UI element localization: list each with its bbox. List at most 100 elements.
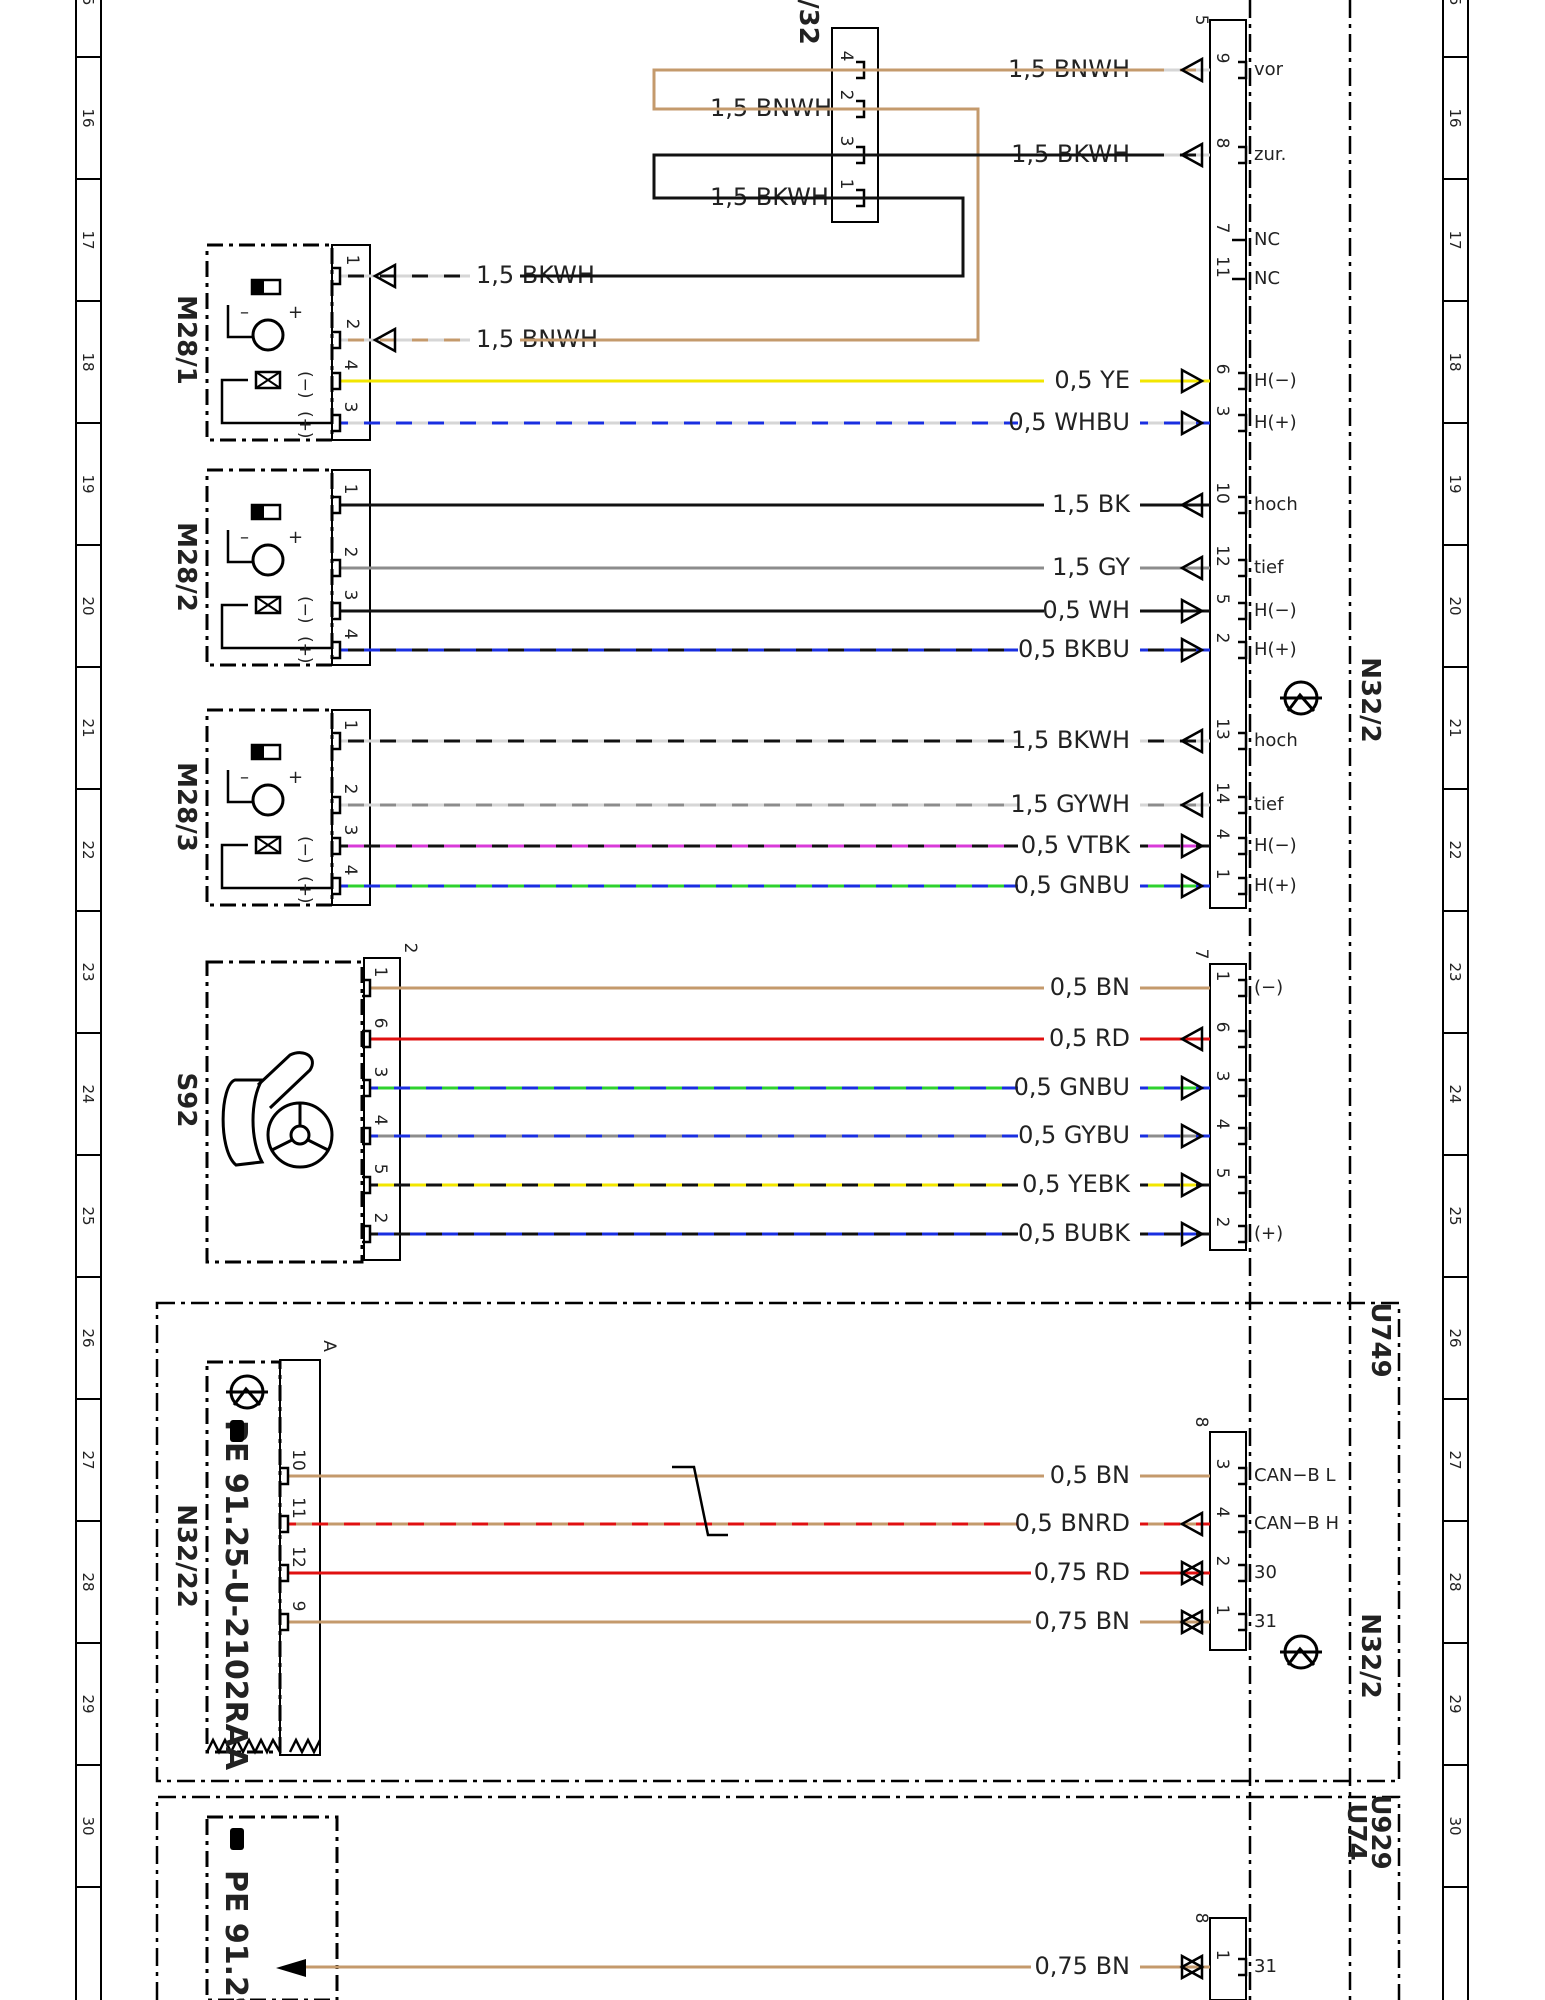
motor-icon — [251, 318, 285, 352]
ecu-signal-name: 31 — [1254, 1956, 1277, 1977]
motor-icon — [251, 543, 285, 577]
ruler-label: 30 — [1446, 1816, 1464, 1835]
pin-terminal — [362, 1224, 372, 1244]
connector-bodies — [279, 19, 1247, 2000]
ecu-symbol-icon — [1280, 680, 1322, 716]
pin-terminal — [1238, 1175, 1248, 1195]
component-pin-number: 3 — [370, 1067, 390, 1078]
connector-a: A — [319, 1340, 339, 1352]
connector-8a: 8 — [1191, 1417, 1211, 1428]
pin-terminal — [362, 1078, 372, 1098]
pin-terminal — [1238, 1612, 1248, 1632]
pin-terminal — [332, 640, 342, 660]
ecu-pin-number: 2 — [1212, 1217, 1232, 1228]
ruler-label: 23 — [1446, 962, 1464, 981]
module-boundaries — [155, 0, 1401, 2000]
motor-lead — [226, 770, 253, 804]
ecu-signal-name: H(−) — [1254, 835, 1297, 856]
wire-arrow — [372, 262, 397, 290]
ruler-label: 16 — [1446, 108, 1464, 127]
ruler-label: 15 — [1446, 0, 1464, 6]
ruler-label: 20 — [79, 596, 97, 615]
heater-pos: (+) — [295, 876, 315, 904]
wire-label: 0,5 WH — [1042, 596, 1130, 624]
hand-icon — [230, 1420, 244, 1850]
pin-terminal — [1238, 1957, 1248, 1977]
ecu-signal-name: CAN−B H — [1254, 1513, 1339, 1534]
wire-arrow — [1180, 367, 1205, 395]
left-ruler — [75, 0, 102, 2000]
heater-neg: (−) — [295, 596, 315, 624]
ecu-signal-name: tief — [1254, 794, 1284, 815]
wire-arrow — [1179, 1953, 1204, 1981]
ecu-signal-name: NC — [1254, 229, 1280, 250]
ruler-label: 28 — [1446, 1572, 1464, 1591]
ruler-label: 17 — [79, 230, 97, 249]
pin-terminal — [1238, 876, 1248, 896]
ruler-label: 29 — [79, 1694, 97, 1713]
ecu-pin-number: 3 — [1212, 1071, 1232, 1082]
ecu-signal-name: CAN−B L — [1254, 1465, 1336, 1486]
label-u929: U929 — [1365, 1794, 1395, 1869]
wire-label: 1,5 GYWH — [1010, 790, 1130, 818]
wire-arrow — [1180, 832, 1205, 860]
x32-pin-number: 3 — [836, 136, 856, 147]
ecu-pin-number: 10 — [1212, 482, 1232, 504]
component-pin-number: 1 — [340, 484, 360, 495]
pin-terminal — [280, 1466, 290, 1486]
ecu-pin-number: 3 — [1212, 406, 1232, 417]
component-pin-number: 3 — [340, 402, 360, 413]
wire-label: 0,5 BUBK — [1018, 1219, 1131, 1247]
pin-terminal — [362, 1029, 372, 1049]
pin-terminal — [1238, 371, 1248, 391]
pin-terminal — [332, 330, 342, 350]
twisted-pair-marker — [672, 1465, 728, 1537]
wire-label: 0,5 BNRD — [1015, 1509, 1130, 1537]
ecu-signal-name: vor — [1254, 59, 1284, 80]
n32-22-symbol-icon — [226, 1374, 268, 1410]
wire-arrow — [1179, 1559, 1204, 1587]
ecu-pin-number: 5 — [1212, 594, 1232, 605]
wire-label: 0,5 VTBK — [1021, 831, 1131, 859]
connector-7: 7 — [1191, 949, 1211, 960]
pin-terminal — [1238, 1514, 1248, 1534]
wire-arrow — [372, 326, 397, 354]
motor-plus: + — [288, 767, 303, 788]
pin-terminal — [1238, 1466, 1248, 1486]
ecu-pin-number: 2 — [1212, 633, 1232, 644]
motor-icon — [251, 783, 285, 817]
ecu-pin-number: 4 — [1212, 1507, 1232, 1518]
ruler-label: 30 — [79, 1816, 97, 1835]
label-n32-22: N32/22 — [171, 1504, 201, 1608]
pin-terminal — [1238, 1563, 1248, 1583]
ruler-label: 18 — [79, 352, 97, 371]
pin-terminal — [1238, 640, 1248, 660]
component-pin-number: 9 — [288, 1601, 308, 1612]
label-m28-3: M28/3 — [171, 762, 201, 852]
component-pin-number: 4 — [340, 865, 360, 876]
motor-symbols: –+(−)(+)–+(−)(+)–+(−)(+) — [220, 278, 332, 904]
wire-arrow — [1179, 1025, 1204, 1053]
connector-2: 2 — [400, 943, 420, 954]
label-u74: U74 — [1341, 1803, 1371, 1860]
wire-arrow — [1179, 141, 1204, 169]
ruler-label: 26 — [1446, 1328, 1464, 1347]
ecu-signal-name: H(+) — [1254, 639, 1297, 660]
heater-neg: (−) — [295, 371, 315, 399]
component-pin-number: 4 — [340, 360, 360, 371]
ruler-label: 24 — [1446, 1084, 1464, 1103]
ecu-pin-number: 5 — [1212, 1168, 1232, 1179]
wire-label: 0,75 BN — [1035, 1952, 1130, 1980]
pin-terminal — [332, 558, 342, 578]
ecu-pin-number: 1 — [1212, 971, 1232, 982]
position-sensor-fill — [252, 745, 264, 759]
pin-terminal — [332, 266, 342, 286]
component-pin-number: 4 — [340, 629, 360, 640]
motor-minus: – — [240, 527, 249, 548]
ruler-label: 19 — [79, 474, 97, 493]
pin-terminal — [332, 795, 342, 815]
ruler-label: 28 — [79, 1572, 97, 1591]
label-x32: /32 — [793, 0, 823, 45]
x32-pin-number: 2 — [836, 90, 856, 101]
